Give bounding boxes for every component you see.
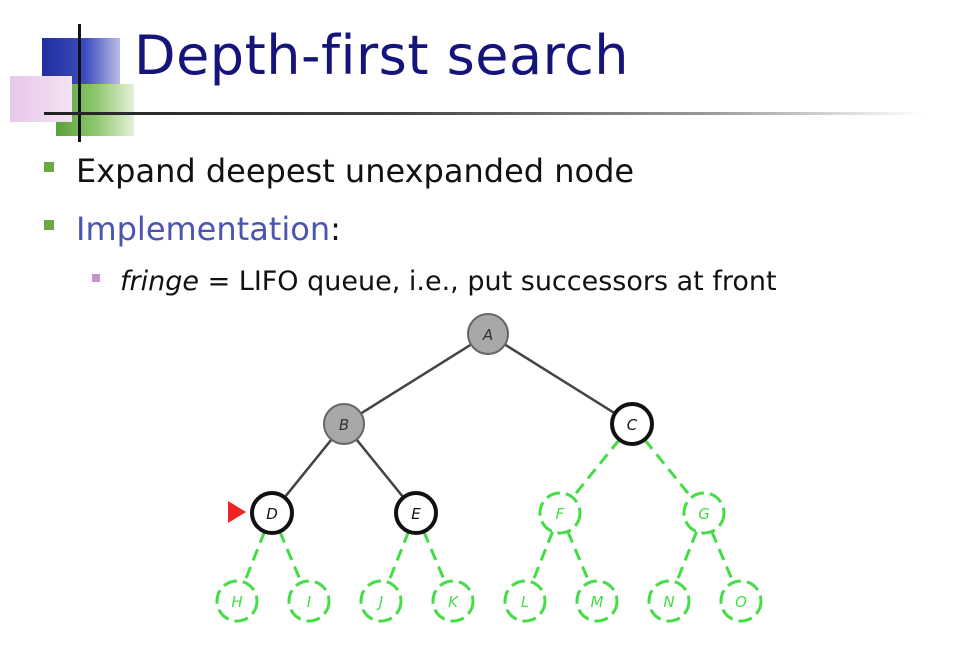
bullet-implementation-colon: : <box>330 210 341 248</box>
tree-edges <box>242 343 735 584</box>
node-label: A <box>482 326 493 344</box>
bullet-marker-icon <box>44 162 54 172</box>
slide-title: Depth-first search <box>134 24 630 87</box>
node-e: E <box>394 491 438 535</box>
node-h: H <box>215 579 259 623</box>
node-circle <box>467 313 509 355</box>
edge-c-g <box>643 438 693 499</box>
node-g: G <box>682 491 726 535</box>
node-label: H <box>231 593 242 611</box>
edge-a-c <box>504 343 616 415</box>
node-circle <box>647 579 691 623</box>
node-f: F <box>538 491 582 535</box>
bullet-marker-icon <box>44 220 54 230</box>
node-circle <box>394 491 438 535</box>
node-j: J <box>359 579 403 623</box>
edge-f-m <box>566 530 591 584</box>
node-k: K <box>431 579 475 623</box>
node-circle <box>538 491 582 535</box>
node-label: O <box>735 593 747 611</box>
node-label: E <box>411 505 421 523</box>
node-circle <box>610 402 654 446</box>
node-label: J <box>376 593 383 611</box>
node-circle <box>503 579 547 623</box>
node-circle <box>575 579 619 623</box>
node-n: N <box>647 579 691 623</box>
node-circle <box>682 491 726 535</box>
tree-nodes: A B C D E F G H I J K L M N O <box>215 313 763 623</box>
title-underline <box>44 112 924 115</box>
bullet-implementation-text: Implementation <box>76 210 331 248</box>
sub-bullet-fringe: fringe = LIFO queue, i.e., put successor… <box>92 266 777 297</box>
edge-d-i <box>278 530 303 584</box>
node-d: D <box>250 491 294 535</box>
node-circle <box>431 579 475 623</box>
node-l: L <box>503 579 547 623</box>
node-label: L <box>521 593 529 611</box>
current-node-marker-icon <box>228 501 246 523</box>
sub-bullet-marker-icon <box>92 273 100 282</box>
node-c: C <box>610 402 654 446</box>
node-o: O <box>719 579 763 623</box>
node-label: B <box>339 416 349 434</box>
node-label: K <box>448 593 459 611</box>
node-circle <box>719 579 763 623</box>
node-circle <box>323 403 365 445</box>
bullet-expand: Expand deepest unexpanded node <box>44 152 634 190</box>
node-a: A <box>467 313 509 355</box>
fringe-definition: = LIFO queue, i.e., put successors at fr… <box>198 266 777 297</box>
fringe-term: fringe <box>120 266 199 297</box>
node-label: I <box>307 593 312 611</box>
node-label: D <box>266 505 278 523</box>
node-circle <box>359 579 403 623</box>
node-circle <box>287 579 331 623</box>
node-label: F <box>556 505 565 523</box>
node-i: I <box>287 579 331 623</box>
node-label: C <box>627 416 638 434</box>
edge-f-l <box>530 531 555 583</box>
edge-g-o <box>710 530 735 584</box>
node-label: M <box>591 593 604 611</box>
node-circle <box>250 491 294 535</box>
node-m: M <box>575 579 619 623</box>
edge-g-n <box>674 531 699 583</box>
node-b: B <box>323 403 365 445</box>
edge-e-j <box>386 531 411 583</box>
edge-e-k <box>422 530 447 584</box>
bullet-implementation: Implementation: <box>44 210 341 248</box>
edge-a-b <box>360 343 472 415</box>
node-label: G <box>698 505 710 523</box>
node-label: N <box>663 593 674 611</box>
edge-d-h <box>242 531 267 583</box>
node-circle <box>215 579 259 623</box>
bullet-expand-text: Expand deepest unexpanded node <box>76 152 635 190</box>
edge-b-d <box>283 438 333 499</box>
edge-b-e <box>355 438 405 499</box>
edge-c-f <box>571 438 621 499</box>
decor-vertical-line <box>78 24 81 142</box>
